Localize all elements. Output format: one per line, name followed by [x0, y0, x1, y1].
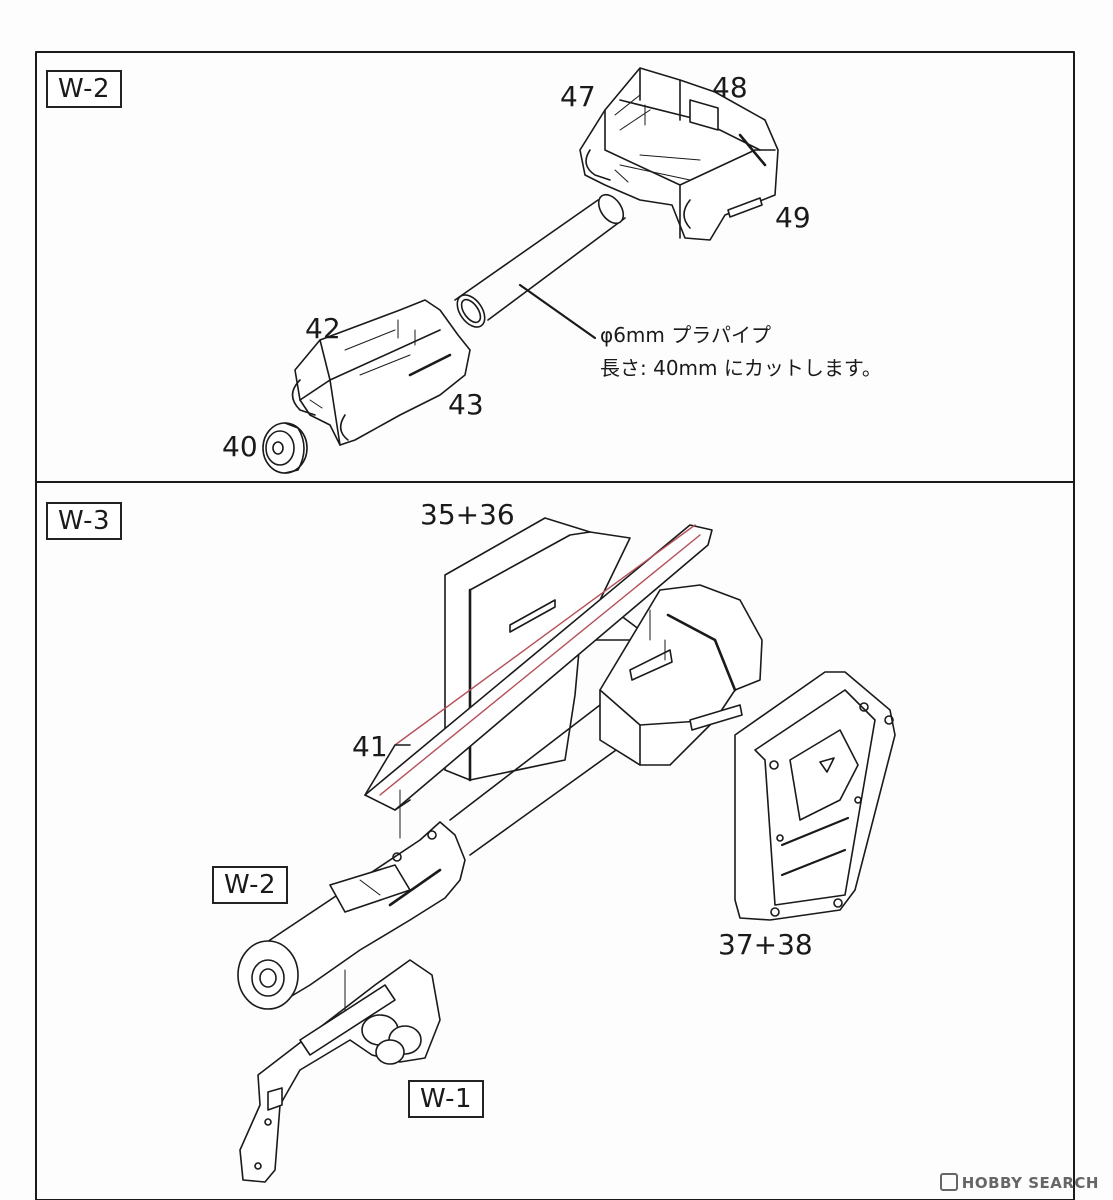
part-41-rail: [364, 524, 713, 811]
part-number-49: 49: [775, 201, 811, 234]
part-number-47: 47: [560, 80, 596, 113]
panel-tag-w2: W-2: [46, 70, 123, 108]
sub-assembly-tag-w2: W-2: [212, 866, 289, 904]
part-42-43-body: [291, 299, 471, 446]
part-number-37-38: 37+38: [718, 928, 813, 961]
part-number-41: 41: [352, 730, 388, 763]
panel-tag-w3: W-3: [46, 502, 123, 540]
part-40-cap: [262, 422, 308, 474]
part-number-40: 40: [222, 430, 258, 463]
part-number-48: 48: [712, 71, 748, 104]
hobby-search-watermark: HOBBY SEARCH: [939, 1173, 1099, 1192]
part-47-48-49-block: [579, 67, 779, 241]
part-number-42: 42: [305, 312, 341, 345]
panel-frame-w3: [35, 481, 1075, 1200]
barrel-tube: [449, 704, 631, 856]
part-number-43: 43: [448, 388, 484, 421]
shield-connector: [599, 584, 763, 766]
panel-frame-w2: [35, 51, 1075, 483]
watermark-text: HOBBY SEARCH: [961, 1174, 1099, 1192]
w2-sub-assembly: [237, 789, 466, 1010]
pipe-note-line2: 長さ: 40mm にカットします。: [600, 356, 882, 380]
w1-grip-sub-assembly: [239, 959, 441, 1183]
part-37-38-shield: [734, 671, 896, 921]
sub-assembly-tag-w1: W-1: [408, 1080, 485, 1118]
plastic-pipe: [454, 193, 626, 340]
part-number-35-36: 35+36: [420, 498, 515, 531]
hobby-search-logo-icon: [939, 1173, 958, 1191]
pipe-note-line1: φ6mm プラパイプ: [600, 323, 772, 347]
